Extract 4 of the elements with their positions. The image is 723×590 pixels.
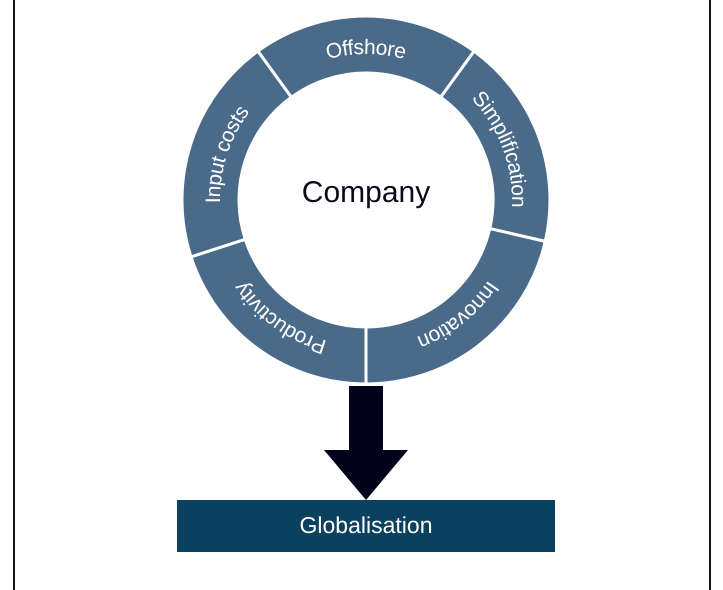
result-label: Globalisation [300, 512, 432, 538]
center-label: Company [302, 176, 430, 209]
segment-label: Offshore [324, 35, 409, 64]
arrow [324, 386, 408, 500]
